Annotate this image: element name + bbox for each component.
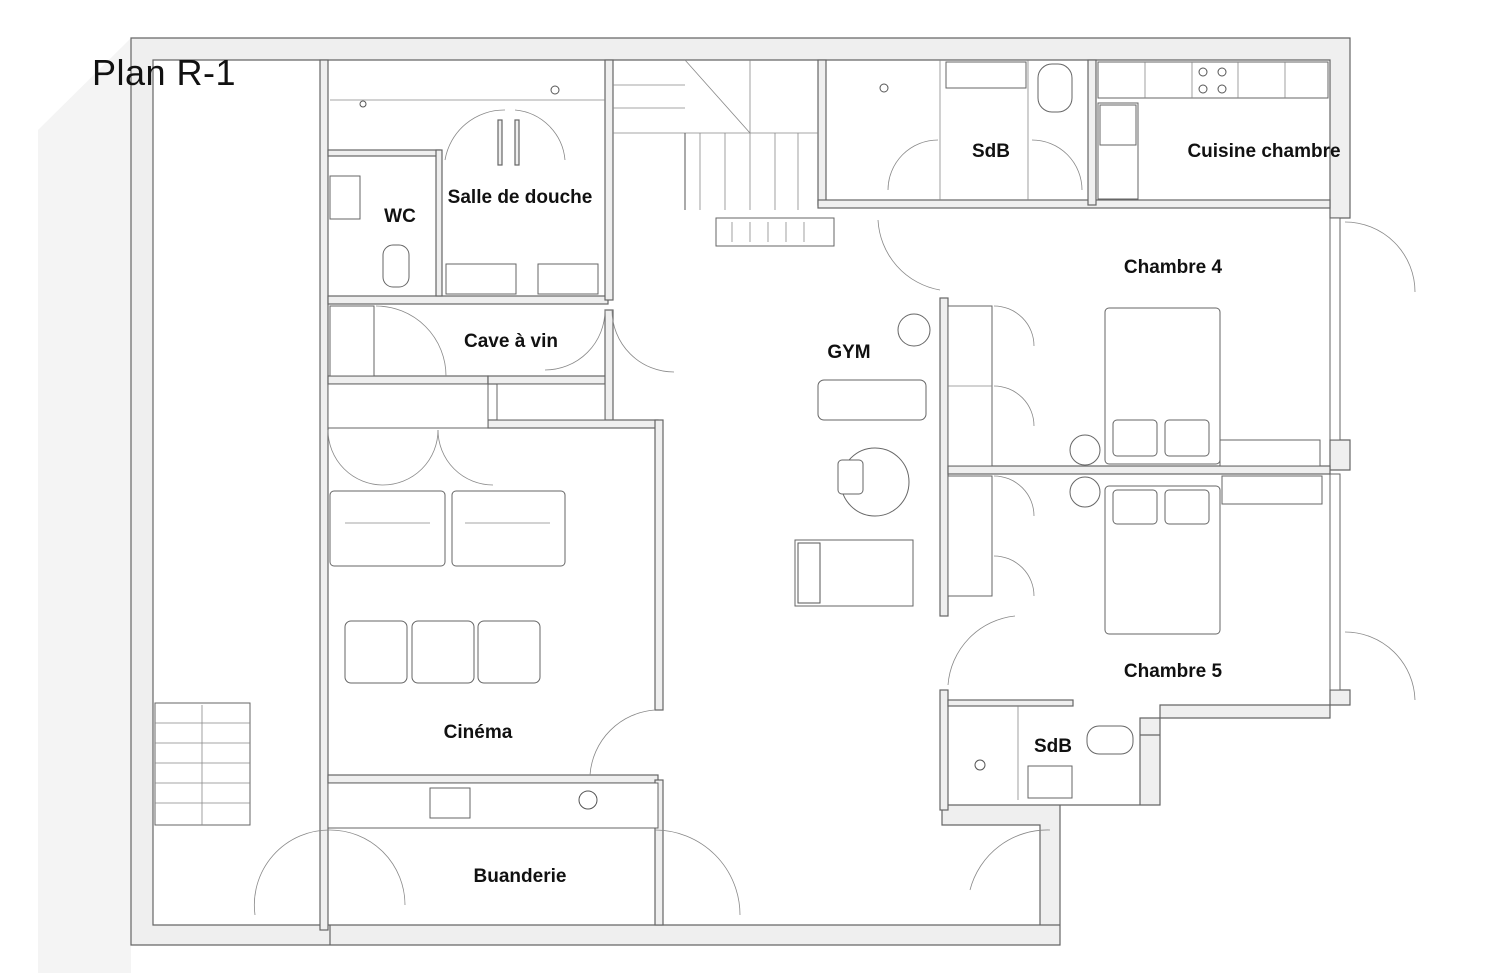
- room-label-sdb-bottom: SdB: [1034, 736, 1072, 757]
- left-corridor-strip-1: [155, 150, 225, 490]
- plan-shadow: [38, 38, 131, 973]
- room-label-gym: GYM: [827, 342, 870, 363]
- room-label-sdb-top: SdB: [972, 141, 1010, 162]
- room-label-cuisine-chambre: Cuisine chambre: [1187, 141, 1340, 162]
- left-stair: [154, 702, 251, 826]
- bedroom-kitchen-fixtures: [1097, 61, 1329, 200]
- gym-equipment: [715, 217, 931, 607]
- room-label-chambre-4: Chambre 4: [1124, 257, 1223, 278]
- room-label-chambre-5: Chambre 5: [1124, 661, 1223, 682]
- top-staircase: [613, 59, 818, 210]
- room-label-salle-de-douche: Salle de douche: [448, 187, 593, 208]
- cinema-furniture: [327, 429, 656, 776]
- room-label-buanderie: Buanderie: [474, 866, 567, 887]
- top-bathroom-fixtures: [879, 60, 1083, 200]
- bedroom-5-furniture: [947, 473, 1416, 701]
- left-corridor-strip-2: [155, 620, 225, 710]
- laundry-fixtures: [253, 782, 741, 916]
- bottom-bathroom-fixtures: [969, 706, 1134, 891]
- outer-wall: [130, 37, 1351, 946]
- interior-walls: [319, 59, 1331, 931]
- bathroom-fixtures: [329, 85, 605, 295]
- plan-title: Plan R-1: [92, 52, 237, 93]
- bedroom-4-furniture: [877, 217, 1416, 467]
- wine-cellar-fixtures: [327, 305, 675, 429]
- room-label-cave-a-vin: Cave à vin: [464, 331, 558, 352]
- room-label-cinema: Cinéma: [444, 722, 513, 743]
- room-label-wc: WC: [384, 206, 416, 227]
